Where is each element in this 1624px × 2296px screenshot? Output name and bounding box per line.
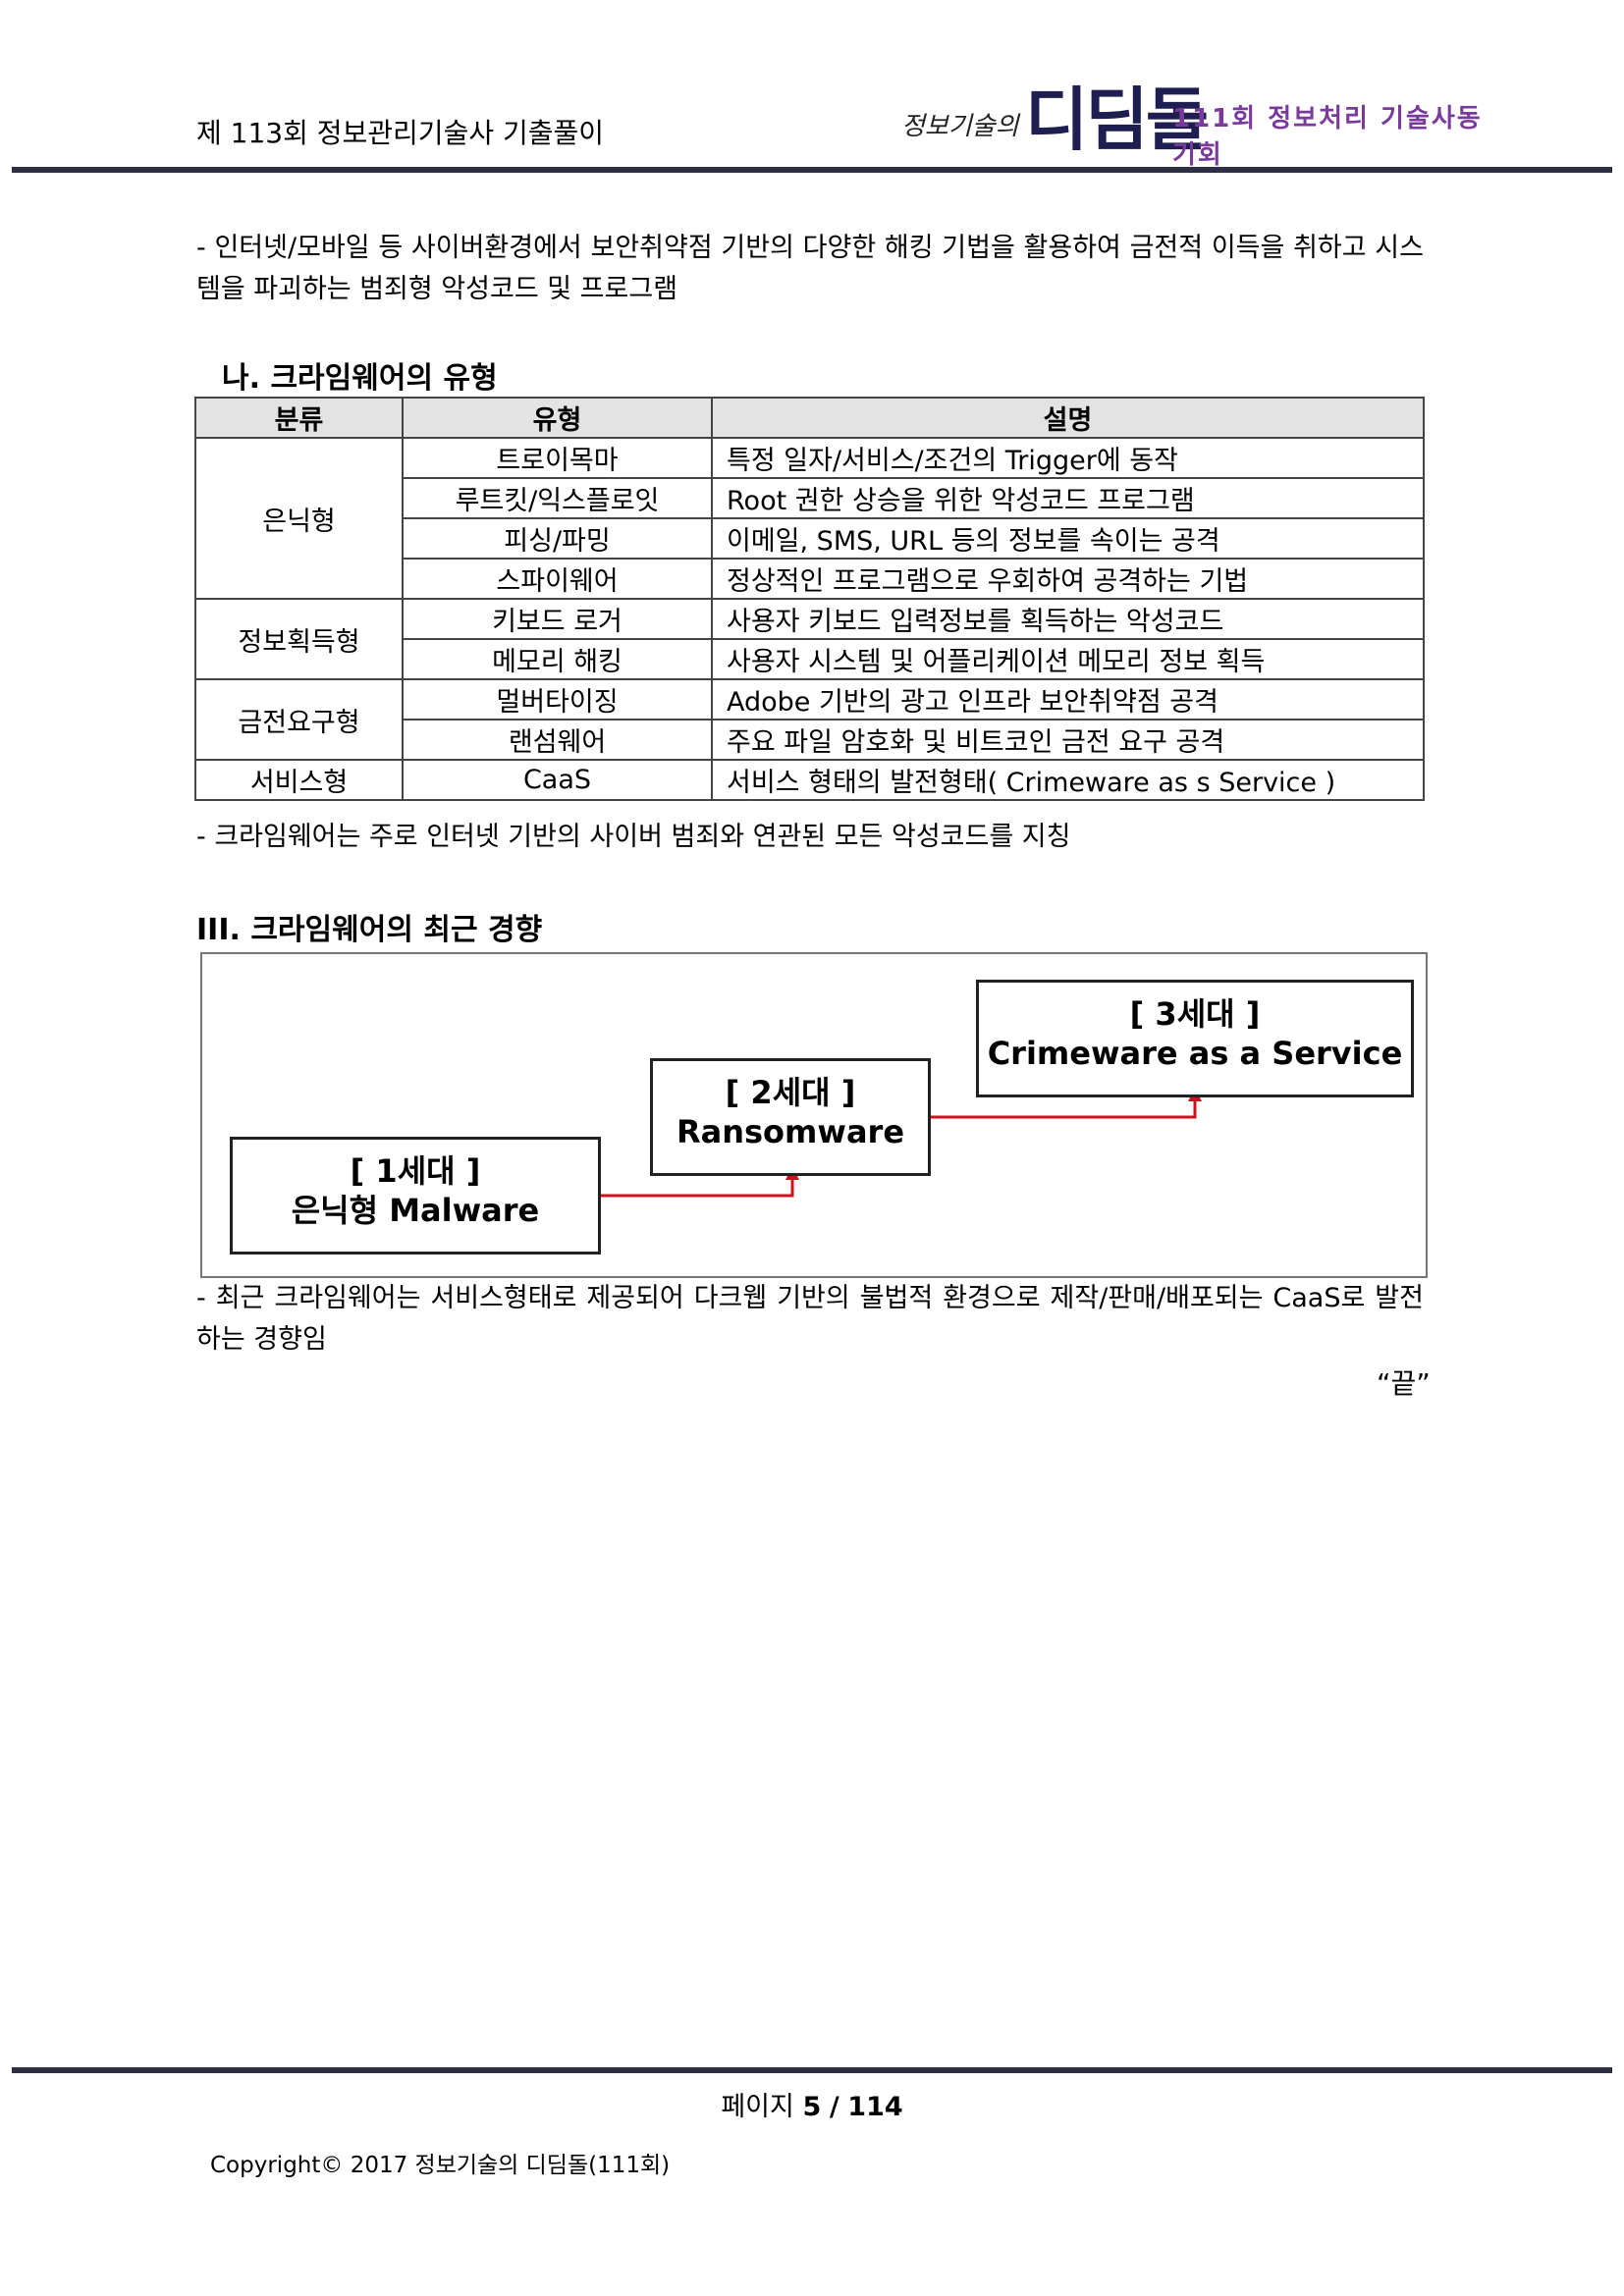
category-cell: 은닉형 (194, 437, 404, 600)
table-row: 루트킷/익스플로잇 Root 권한 상승을 위한 악성코드 프로그램 (195, 477, 1425, 519)
document-header-title: 제 113회 정보관리기술사 기출풀이 (196, 117, 605, 149)
generation-1-name: 은닉형 Malware (291, 1192, 540, 1229)
generation-1-label: [ 1세대 ] (350, 1152, 481, 1190)
table-row: 랜섬웨어 주요 파일 암호화 및 비트코인 금전 요구 공격 (195, 719, 1425, 761)
footer-divider (12, 2067, 1612, 2073)
type-cell: 스파이웨어 (402, 558, 713, 600)
logo-group-text: 111회 정보처리 기술사동기회 (1172, 104, 1483, 170)
generation-3-box: [ 3세대 ] Crimeware as a Service (976, 980, 1414, 1097)
generation-2-box: [ 2세대 ] Ransomware (650, 1058, 931, 1176)
description-cell: 사용자 시스템 및 어플리케이션 메모리 정보 획득 (711, 638, 1425, 680)
description-cell: 정상적인 프로그램으로 우회하여 공격하는 기법 (711, 558, 1425, 600)
category-cell: 정보획득형 (194, 598, 404, 680)
page-total: 114 (847, 2092, 903, 2122)
type-cell: 멀버타이징 (402, 678, 713, 721)
section-heading-trend: III. 크라임웨어의 최근 경향 (196, 913, 543, 947)
didimdol-logo: 정보기술의 디딤돌 111회 정보처리 기술사동기회 (901, 59, 1502, 170)
page-separator: / (829, 2092, 839, 2122)
description-cell: 서비스 형태의 발전형태( Crimeware as s Service ) (711, 759, 1425, 801)
description-cell: 이메일, SMS, URL 등의 정보를 속이는 공격 (711, 517, 1425, 560)
page-number: 페이지 5 / 114 (0, 2085, 1624, 2123)
column-header-category: 분류 (194, 397, 404, 439)
table-row: 피싱/파밍 이메일, SMS, URL 등의 정보를 속이는 공격 (195, 517, 1425, 560)
description-cell: Root 권한 상승을 위한 악성코드 프로그램 (711, 477, 1425, 519)
page-label: 페이지 (721, 2092, 794, 2122)
type-cell: CaaS (402, 759, 713, 801)
generation-2-label: [ 2세대 ] (725, 1074, 856, 1111)
table-row: 금전요구형 멀버타이징 Adobe 기반의 광고 인프라 보안취약점 공격 (194, 678, 1425, 761)
description-cell: 주요 파일 암호화 및 비트코인 금전 요구 공격 (711, 719, 1425, 761)
table-row: 정보획득형 키보드 로거 사용자 키보드 입력정보를 획득하는 악성코드 (194, 598, 1425, 680)
logo-small-text: 정보기술의 (901, 112, 1019, 141)
type-cell: 트로이목마 (402, 437, 713, 479)
table-row: 스파이웨어 정상적인 프로그램으로 우회하여 공격하는 기법 (195, 558, 1425, 600)
generation-3-label: [ 3세대 ] (1129, 995, 1261, 1033)
trend-note: - 최근 크라임웨어는 서비스형태로 제공되어 다크웹 기반의 불법적 환경으로… (196, 1283, 1424, 1355)
table-row: 은닉형 트로이목마 특정 일자/서비스/조건의 Trigger에 동작 (194, 437, 1425, 600)
table-row: 메모리 해킹 사용자 시스템 및 어플리케이션 메모리 정보 획득 (195, 638, 1425, 680)
copyright-text: Copyright© 2017 정보기술의 디딤돌(111회) (210, 2153, 671, 2178)
table-row: 서비스형 CaaS 서비스 형태의 발전형태( Crimeware as s S… (194, 759, 1425, 801)
crimeware-generation-diagram: [ 1세대 ] 은닉형 Malware [ 2세대 ] Ransomware [… (200, 952, 1428, 1278)
type-cell: 키보드 로거 (402, 598, 713, 640)
section-heading-types: 나. 크라임웨어의 유형 (222, 361, 498, 396)
header-divider (12, 167, 1612, 173)
generation-1-box: [ 1세대 ] 은닉형 Malware (230, 1137, 601, 1255)
column-header-type: 유형 (402, 397, 713, 439)
page-current: 5 (802, 2092, 822, 2122)
generation-3-name: Crimeware as a Service (987, 1035, 1403, 1072)
category-cell: 서비스형 (194, 759, 404, 801)
generation-arrows (601, 1088, 1202, 1198)
type-cell: 루트킷/익스플로잇 (402, 477, 713, 519)
description-cell: Adobe 기반의 광고 인프라 보안취약점 공격 (711, 678, 1425, 721)
end-mark: “끝” (1377, 1367, 1431, 1400)
arrow-gen2-to-gen3 (931, 1101, 1197, 1119)
column-header-description: 설명 (711, 397, 1425, 439)
type-cell: 피싱/파밍 (402, 517, 713, 560)
description-cell: 사용자 키보드 입력정보를 획득하는 악성코드 (711, 598, 1425, 640)
table-header-row: 분류 유형 설명 (194, 397, 1425, 439)
generation-2-name: Ransomware (676, 1113, 905, 1150)
description-cell: 특정 일자/서비스/조건의 Trigger에 동작 (711, 437, 1425, 479)
type-cell: 랜섬웨어 (402, 719, 713, 761)
type-cell: 메모리 해킹 (402, 638, 713, 680)
logo-big-text: 디딤돌 (1025, 79, 1209, 160)
crimeware-types-table: 분류 유형 설명 은닉형 트로이목마 특정 일자/서비스/조건의 Trigger… (194, 397, 1425, 801)
types-note: - 크라임웨어는 주로 인터넷 기반의 사이버 범죄와 연관된 모든 악성코드를… (196, 822, 1071, 852)
arrow-gen1-to-gen2 (601, 1180, 794, 1198)
intro-paragraph: - 인터넷/모바일 등 사이버환경에서 보안취약점 기반의 다양한 해킹 기법을… (196, 233, 1424, 304)
category-cell: 금전요구형 (194, 678, 404, 761)
